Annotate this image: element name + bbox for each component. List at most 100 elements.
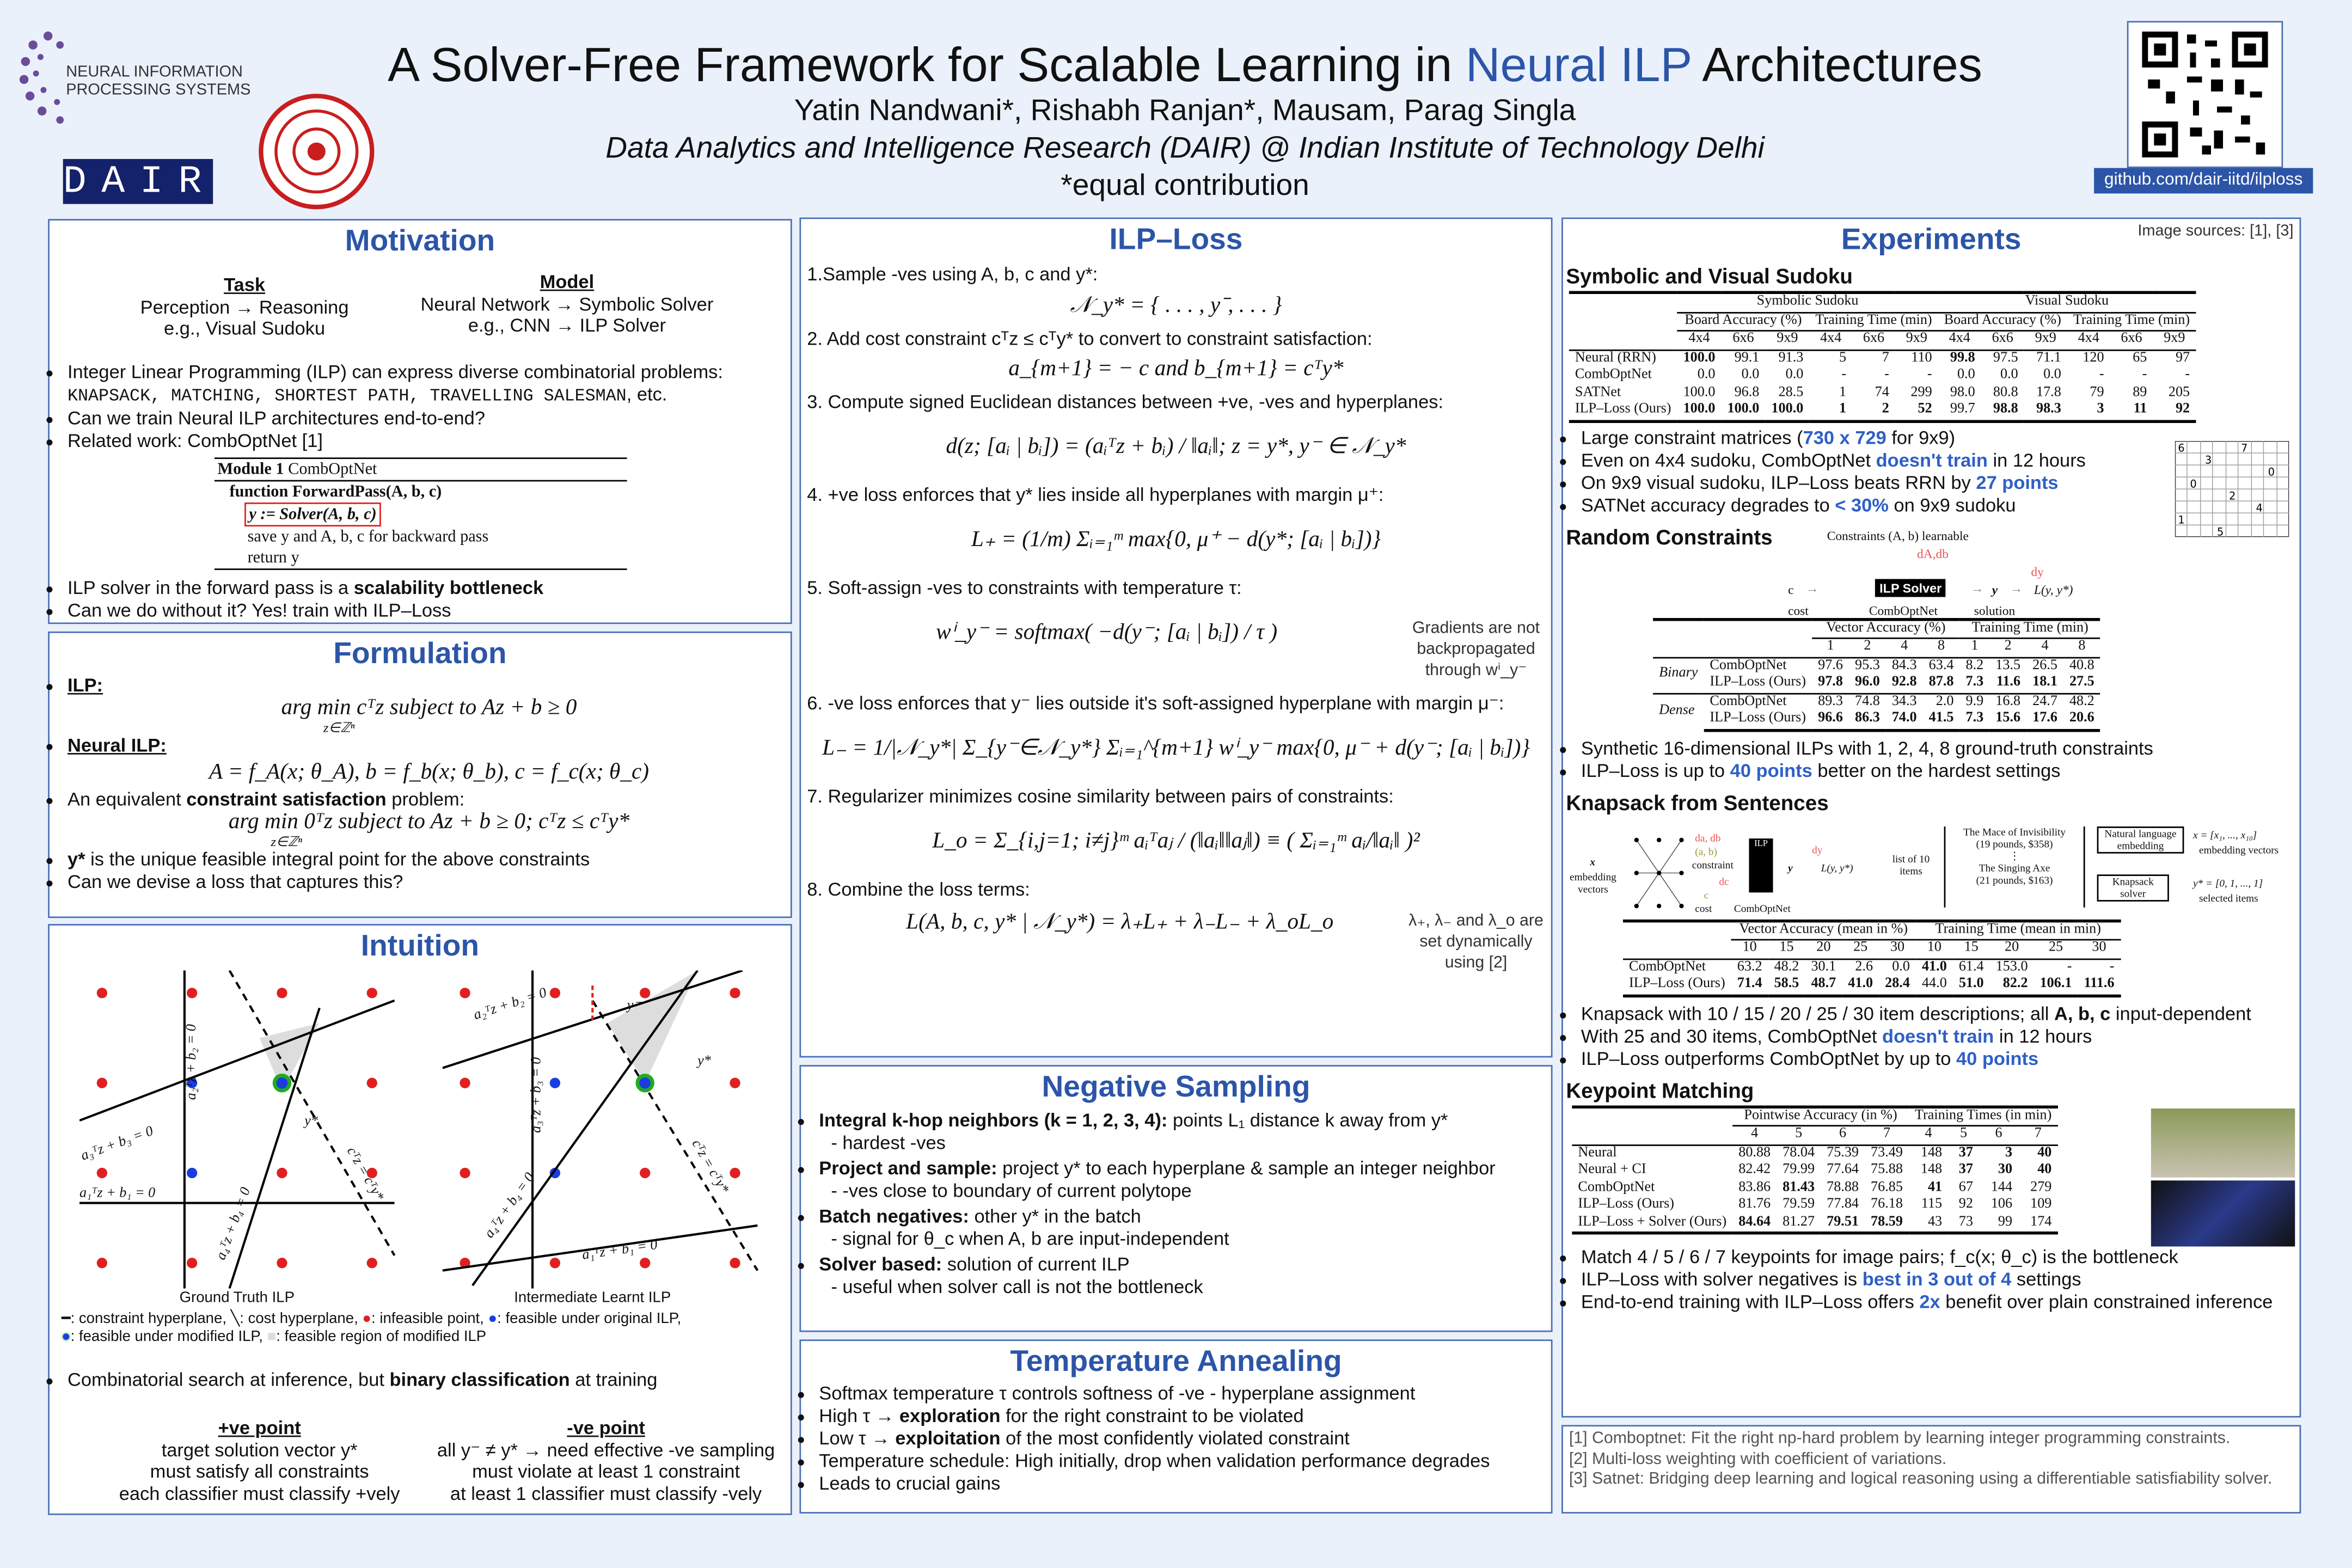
table-cell: 95.3 [1848, 656, 1886, 675]
reference: [3] Satnet: Bridging deep learning and l… [1569, 1469, 2273, 1489]
text-segment: benefit over plain constrained inference [1940, 1291, 2273, 1313]
random-bullets: Synthetic 16-dimensional ILPs with 1, 2,… [1563, 737, 2298, 782]
step-text: 2. Add cost constraint cᵀz ≤ cᵀy* to con… [807, 328, 1373, 350]
diagram-label: da, db [1695, 831, 1721, 844]
table-cell: 3 [2067, 402, 2110, 422]
table-cell: 0.0 [2043, 367, 2061, 383]
legend-text: : feasible under original ILP, [497, 1310, 682, 1328]
table-cell [1653, 617, 1704, 639]
table-cell: 74.8 [1848, 692, 1886, 711]
table-cell: 1 [1971, 639, 1979, 654]
diagram-label: (a, b) [1695, 845, 1717, 857]
table-cell: 10 [1742, 940, 1757, 955]
table-cell: 24.7 [2026, 692, 2063, 711]
diagram-label: dy [2031, 563, 2044, 579]
table-cell: Board Accuracy (%) [1677, 312, 1810, 332]
diagram-label: x = [x₁, ..., x₁₀] [2192, 829, 2257, 841]
table-cell: Vector Accuracy (%) [1812, 617, 1960, 639]
algo-line-highlighted: y := Solver(A, b, c) [244, 502, 382, 527]
table-cell: 96.8 [1734, 384, 1760, 400]
motivation-bullets: Integer Linear Programming (ILP) can exp… [50, 362, 797, 453]
step-equation-row: L(A, b, c, y* | 𝒩_y*) = λ₊L₊ + λ₋L₋ + λ_… [801, 908, 1551, 972]
table-cell: Binary [1653, 656, 1704, 693]
text-segment: Large constraint matrices ( [1581, 426, 1803, 448]
text-segment: project y* to each hyperplane & sample a… [997, 1157, 1496, 1179]
bullet: End-to-end training with ILP–Loss offers… [1581, 1291, 2298, 1314]
table-cell: 4 [1751, 1126, 1759, 1142]
table-cell: 99 [1979, 1214, 2019, 1235]
intuition-bullets: Combinatorial search at inference, but b… [50, 1369, 797, 1392]
table-cell: 58.5 [1768, 976, 1805, 997]
task-line: e.g., Visual Sudoku [163, 318, 326, 339]
table-cell: CombOptNet [1704, 656, 1812, 675]
bullet: ILP–Loss is up to 40 points better on th… [1581, 759, 2298, 782]
bullet: ILP: arg min cᵀz subject to Az + b ≥ 0 z… [68, 675, 791, 735]
text-segment: better on the hardest settings [1812, 759, 2061, 781]
task-heading: Task [224, 274, 266, 296]
table-cell: 80.8 [1993, 384, 2018, 400]
table-cell: ILP–Loss (Ours) [1578, 1197, 1675, 1212]
nle-box: Natural language embedding [2097, 825, 2184, 853]
table-cell: - [1884, 367, 1889, 383]
table-cell: 153.0 [1989, 958, 2034, 977]
table-cell: 92 [1958, 1197, 1973, 1212]
diagram-label: CombOptNet [1869, 602, 1938, 617]
ilp-box: ILP [1749, 837, 1773, 892]
text-segment: Integer Linear Programming (ILP) can exp… [67, 361, 723, 383]
bullet: Solver based: solution of current ILP- u… [819, 1254, 1551, 1299]
step-text: 7. Regularizer minimizes cosine similari… [807, 786, 1394, 807]
knapsack-bullets: Knapsack with 10 / 15 / 20 / 25 / 30 ite… [1563, 1003, 2298, 1070]
table-cell: 86.3 [1848, 710, 1886, 732]
table-cell: 92.8 [1891, 675, 1917, 690]
table-cell: Neural (RRN) [1569, 348, 1677, 367]
item-ellipsis: ⋮ [2009, 849, 2020, 862]
table-cell: 174 [2018, 1214, 2058, 1235]
table-cell: 25 [2048, 940, 2063, 955]
table-cell: 81.43 [1783, 1179, 1815, 1195]
table-cell: 79.51 [1821, 1214, 1865, 1235]
table-cell: 71.4 [1731, 976, 1768, 997]
table-cell: Vector Accuracy (mean in %) [1731, 918, 1916, 941]
neurips-logo-line: PROCESSING SYSTEMS [66, 81, 251, 99]
table-cell: 0.0 [1957, 367, 1975, 383]
model-line: Neural Network → Symbolic Solver [420, 293, 714, 315]
neg-line: all y⁻ ≠ y* → need effective -ve samplin… [437, 1439, 775, 1461]
hyperplane-label: a₃ᵀz + b₃ = 0 [530, 1057, 545, 1133]
table-cell: CombOptNet [1578, 1179, 1655, 1195]
github-link[interactable]: github.com/dair-iitd/ilploss [2094, 168, 2313, 194]
reference: [2] Multi-loss weighting with coefficien… [1569, 1449, 1947, 1468]
table-cell: Board Accuracy (%) [1938, 312, 2067, 332]
table-cell: 100.0 [1677, 348, 1722, 367]
table-cell: 75.88 [1871, 1162, 1903, 1178]
section-title: Negative Sampling [1042, 1071, 1310, 1104]
qr-code[interactable] [2127, 21, 2283, 168]
section-title: Motivation [345, 225, 495, 258]
table-cell: 63.4 [1922, 656, 1960, 675]
table-cell: 148 [1920, 1162, 1943, 1178]
legend-text: : feasible region of modified ILP [276, 1329, 487, 1346]
ilp-label: ILP: [67, 675, 103, 696]
text-segment: End-to-end training with ILP–Loss offers [1581, 1291, 1920, 1313]
motivation-panel: Motivation Task Perception → Reasoning e… [48, 219, 792, 624]
table-cell: 15 [1779, 940, 1794, 955]
table-cell [1569, 291, 1677, 313]
text-segment: Integral k-hop neighbors (k = 1, 2, 3, 4… [819, 1110, 1168, 1131]
ilp-loss-steps: 1.Sample -ves using A, b, c and y*:𝒩_y* … [801, 264, 1551, 972]
text-segment: input-dependent [2110, 1002, 2251, 1024]
bullet: SATNet accuracy degrades to < 30% on 9x9… [1581, 494, 2166, 517]
bullet: Integer Linear Programming (ILP) can exp… [68, 362, 797, 408]
intermediate-learnt-ilp-figure [442, 970, 759, 1289]
bullet: ILP solver in the forward pass is a scal… [68, 578, 797, 600]
reference: [1] Comboptnet: Fit the right np-hard pr… [1569, 1429, 2231, 1448]
table-cell: 4x4 [2078, 331, 2099, 347]
formulation-bullets-2: y* is the unique feasible integral point… [50, 849, 791, 894]
diagram-label: dy [1812, 843, 1823, 856]
text-segment: < 30% [1835, 494, 1889, 516]
legend-text: : cost hyperplane, [240, 1310, 358, 1328]
text-segment: 730 x 729 [1803, 426, 1886, 448]
